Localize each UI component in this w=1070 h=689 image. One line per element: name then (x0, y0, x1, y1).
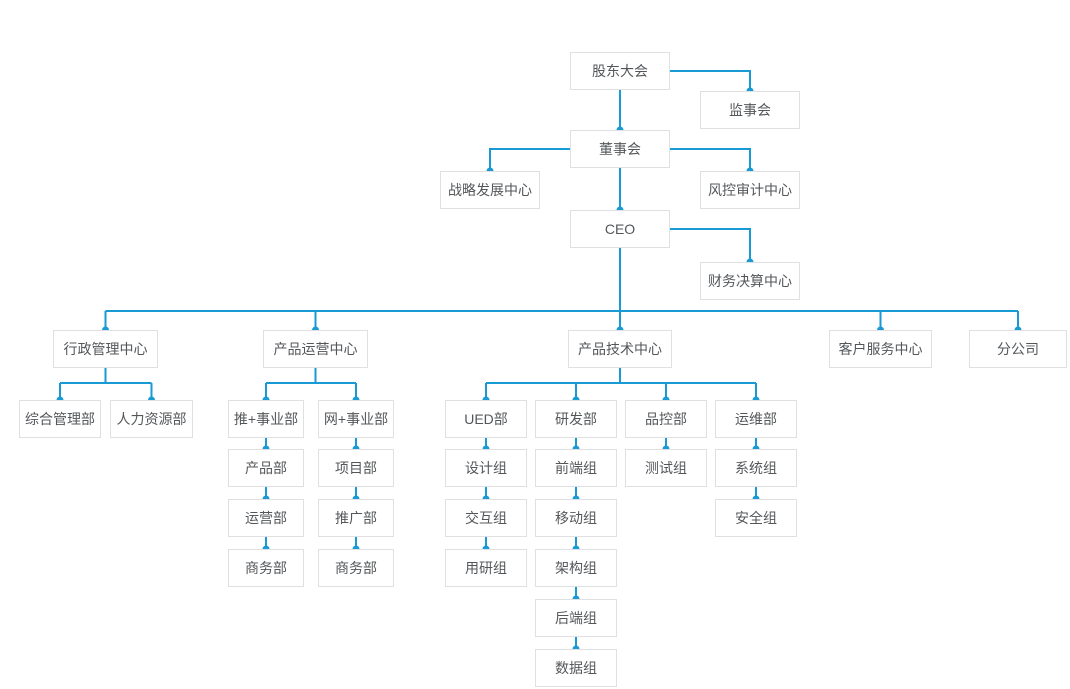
org-node-fengkong: 风控审计中心 (700, 171, 800, 209)
org-node-label: 前端组 (555, 460, 597, 476)
org-node-qianduanzu: 前端组 (535, 449, 617, 487)
org-node-label: 研发部 (555, 411, 597, 427)
org-node-xingzheng: 行政管理中心 (53, 330, 158, 368)
org-node-label: 用研组 (465, 560, 507, 576)
org-node-label: 股东大会 (592, 63, 648, 79)
org-node-label: 分公司 (997, 341, 1039, 357)
org-node-label: 推+事业部 (233, 411, 299, 427)
org-node-label: 人力资源部 (116, 411, 187, 427)
org-node-label: 架构组 (555, 560, 597, 576)
edge-line (489, 148, 570, 171)
org-node-label: 运营部 (245, 510, 287, 526)
org-node-jishu: 产品技术中心 (568, 330, 672, 368)
org-node-label: 董事会 (599, 141, 641, 157)
org-node-label: 测试组 (645, 460, 687, 476)
org-node-yunying: 产品运营中心 (263, 330, 368, 368)
org-node-fengongsi: 分公司 (969, 330, 1067, 368)
org-node-yongyanzu: 用研组 (445, 549, 527, 587)
org-node-yanfa: 研发部 (535, 400, 617, 438)
org-node-caiwu: 财务决算中心 (700, 262, 800, 300)
org-node-label: 系统组 (735, 460, 777, 476)
org-node-label: 产品运营中心 (273, 341, 358, 357)
org-node-jianshihui: 监事会 (700, 91, 800, 129)
org-node-chanpinbu: 产品部 (228, 449, 304, 487)
org-node-dongshihui: 董事会 (570, 130, 670, 168)
org-node-yunwei: 运维部 (715, 400, 797, 438)
org-node-xiangmubu: 项目部 (318, 449, 394, 487)
org-node-yidongzu: 移动组 (535, 499, 617, 537)
edge-line (670, 228, 751, 262)
org-node-label: 网+事业部 (323, 411, 389, 427)
org-node-label: 商务部 (335, 560, 377, 576)
org-node-label: 数据组 (555, 660, 597, 676)
org-node-label: 战略发展中心 (448, 182, 532, 198)
org-node-ceo: CEO (570, 210, 670, 248)
org-node-houduanzu: 后端组 (535, 599, 617, 637)
org-node-tui: 推+事业部 (228, 400, 304, 438)
org-node-label: 推广部 (335, 510, 377, 526)
org-node-ceshizu: 测试组 (625, 449, 707, 487)
org-node-label: 客户服务中心 (838, 341, 923, 357)
org-node-label: 商务部 (245, 560, 287, 576)
org-node-ued: UED部 (445, 400, 527, 438)
org-node-shangwu2: 商务部 (318, 549, 394, 587)
org-node-label: 产品技术中心 (578, 341, 662, 357)
org-node-yunyingbu: 运营部 (228, 499, 304, 537)
org-node-label: 行政管理中心 (63, 341, 148, 357)
org-node-label: 项目部 (335, 460, 377, 476)
org-node-label: 运维部 (735, 411, 777, 427)
org-node-shangwu1: 商务部 (228, 549, 304, 587)
edge-line (670, 148, 751, 171)
org-node-zhanlve: 战略发展中心 (440, 171, 540, 209)
org-node-label: 品控部 (645, 411, 687, 427)
org-node-pinkong: 品控部 (625, 400, 707, 438)
org-node-label: 产品部 (245, 460, 287, 476)
org-node-jiagouzu: 架构组 (535, 549, 617, 587)
org-node-gudonghui: 股东大会 (570, 52, 670, 90)
org-node-label: 安全组 (735, 510, 777, 526)
org-node-label: 移动组 (555, 510, 597, 526)
org-node-zonghe: 综合管理部 (19, 400, 101, 438)
org-node-shujuzu: 数据组 (535, 649, 617, 687)
org-node-label: 设计组 (465, 460, 507, 476)
org-node-label: 监事会 (729, 102, 771, 118)
org-node-shejizu: 设计组 (445, 449, 527, 487)
org-node-xitongzu: 系统组 (715, 449, 797, 487)
org-node-anquanzu: 安全组 (715, 499, 797, 537)
org-node-label: 交互组 (465, 510, 507, 526)
org-node-kefu: 客户服务中心 (829, 330, 932, 368)
org-node-label: UED部 (464, 411, 508, 427)
org-node-jiaohuzu: 交互组 (445, 499, 527, 537)
org-node-label: 财务决算中心 (708, 273, 792, 289)
org-node-tuiguangbu: 推广部 (318, 499, 394, 537)
org-node-renli: 人力资源部 (110, 400, 193, 438)
edge-line (670, 70, 751, 91)
org-node-label: 后端组 (555, 610, 597, 626)
org-node-label: CEO (604, 221, 636, 237)
org-node-wang: 网+事业部 (318, 400, 394, 438)
org-node-label: 综合管理部 (25, 411, 95, 427)
org-node-label: 风控审计中心 (708, 182, 792, 198)
